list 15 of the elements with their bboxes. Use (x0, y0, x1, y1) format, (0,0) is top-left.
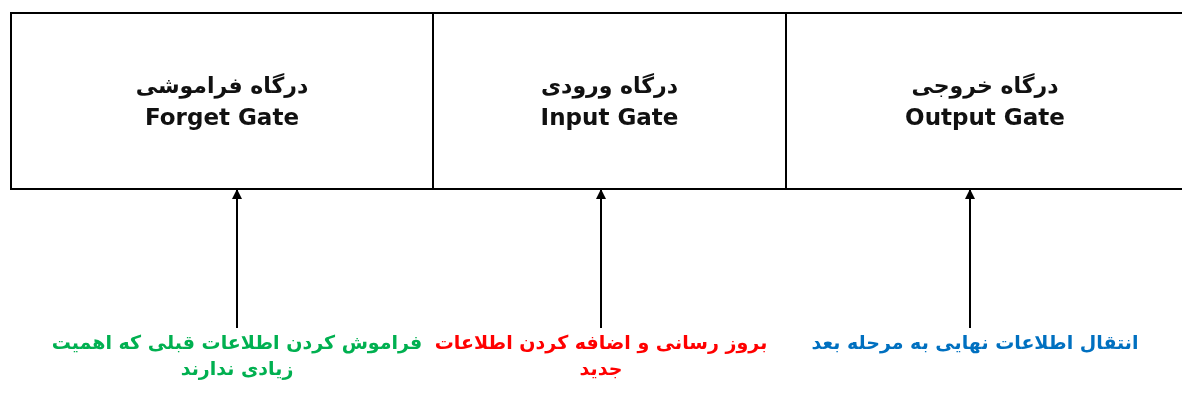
gate-label: درگاه خروجی (911, 72, 1059, 98)
arrow (232, 189, 242, 329)
gate-label: Input Gate (540, 103, 679, 130)
gate-label: Forget Gate (145, 103, 299, 130)
gate-label: درگاه فراموشی (135, 72, 309, 98)
description-text: انتقال اطلاعات نهایی به مرحله بعد (785, 330, 1165, 356)
gate-label: درگاه ورودی (540, 72, 679, 98)
arrow (596, 189, 606, 329)
description-text: بروز رسانی و اضافه کردن اطلاعات جدید (426, 330, 776, 382)
gate-box (785, 12, 1182, 190)
gate-box (10, 12, 434, 190)
arrow (965, 189, 975, 329)
description-text: فراموش کردن اطلاعات قبلی که اهمیت زیادی ندارند (47, 330, 427, 382)
gate-box (432, 12, 787, 190)
gate-label: Output Gate (905, 103, 1065, 130)
